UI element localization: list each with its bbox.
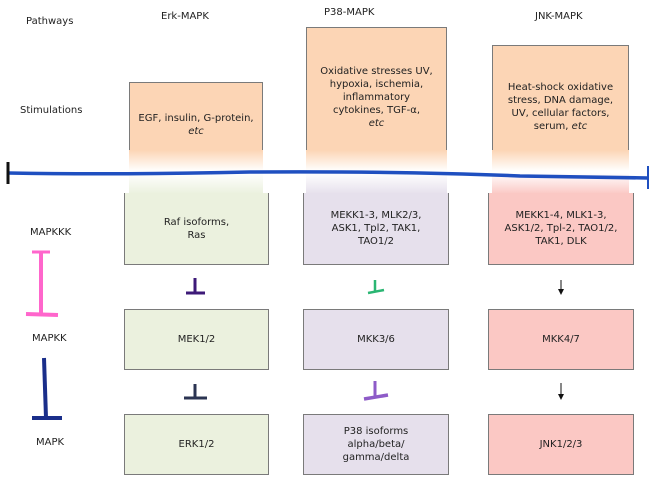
column-title-p38: P38-MAPK (324, 7, 375, 18)
row-label-mapk: MAPK (36, 437, 65, 448)
mapkkk-text-erk: Raf isoforms, Ras (163, 216, 230, 241)
stimulation-etc-p38: etc (368, 118, 385, 129)
stimulation-text-jnk: Heat-shock oxidative stress, DNA damage,… (507, 81, 614, 132)
stimulation-box-jnk: Heat-shock oxidative stress, DNA damage,… (492, 45, 629, 167)
mapkk-box-jnk: MKK4/7 (488, 309, 634, 370)
stimulation-etc-erk: etc (188, 125, 204, 137)
p38-arrow-1-icon (367, 280, 385, 295)
mapkkk-inhibition-icon (25, 250, 59, 317)
membrane-line (7, 170, 649, 180)
mapkkk-text-p38: MEKK1-3, MLK2/3, ASK1, Tpl2, TAK1, TAO1/… (330, 210, 422, 247)
mapkk-box-erk: MEK1/2 (124, 309, 269, 370)
mapkkk-box-jnk: MEKK1-4, MLK1-3, ASK1/2, Tpl-2, TAO1/2, … (488, 193, 634, 265)
mapk-box-erk: ERK1/2 (124, 414, 269, 475)
mapk-text-p38: P38 isoforms alpha/beta/ gamma/delta (342, 426, 410, 463)
erk-arrow-2-icon (184, 384, 207, 400)
stimulation-etc-jnk: etc (571, 120, 588, 132)
stimulation-text-erk: EGF, insulin, G-protein, (138, 112, 254, 124)
column-title-erk: Erk-MAPK (161, 11, 209, 22)
mapkkk-box-p38: MEKK1-3, MLK2/3, ASK1, Tpl2, TAK1, TAO1/… (303, 193, 449, 265)
column-title-jnk: JNK-MAPK (535, 11, 583, 22)
row-label-mapkk: MAPKK (32, 333, 67, 344)
stimulation-box-p38: Oxidative stresses UV, hypoxia, ischemia… (306, 27, 447, 167)
membrane-fade-jnk (492, 150, 629, 194)
erk-arrow-1-icon (186, 278, 205, 295)
mapk-text-erk: ERK1/2 (178, 439, 215, 450)
mapkk-text-erk: MEK1/2 (177, 334, 216, 345)
mapkk-box-p38: MKK3/6 (303, 309, 449, 370)
mapk-box-p38: P38 isoforms alpha/beta/ gamma/delta (303, 414, 449, 475)
mapkk-text-p38: MKK3/6 (357, 334, 395, 345)
p38-arrow-2-icon (363, 381, 389, 401)
stimulation-text-p38: Oxidative stresses UV, hypoxia, ischemia… (320, 66, 433, 116)
mapkkk-box-erk: Raf isoforms, Ras (124, 193, 269, 265)
mapkk-inhibition-icon (32, 357, 62, 420)
row-label-pathways: Pathways (26, 16, 74, 27)
mapk-text-jnk: JNK1/2/3 (539, 439, 583, 450)
mapkkk-text-jnk: MEKK1-4, MLK1-3, ASK1/2, Tpl-2, TAO1/2, … (504, 210, 618, 247)
mapkk-text-jnk: MKK4/7 (542, 334, 580, 345)
row-label-mapkkk: MAPKKK (30, 227, 72, 238)
mapk-box-jnk: JNK1/2/3 (488, 414, 634, 475)
row-label-stimulations: Stimulations (20, 105, 83, 116)
